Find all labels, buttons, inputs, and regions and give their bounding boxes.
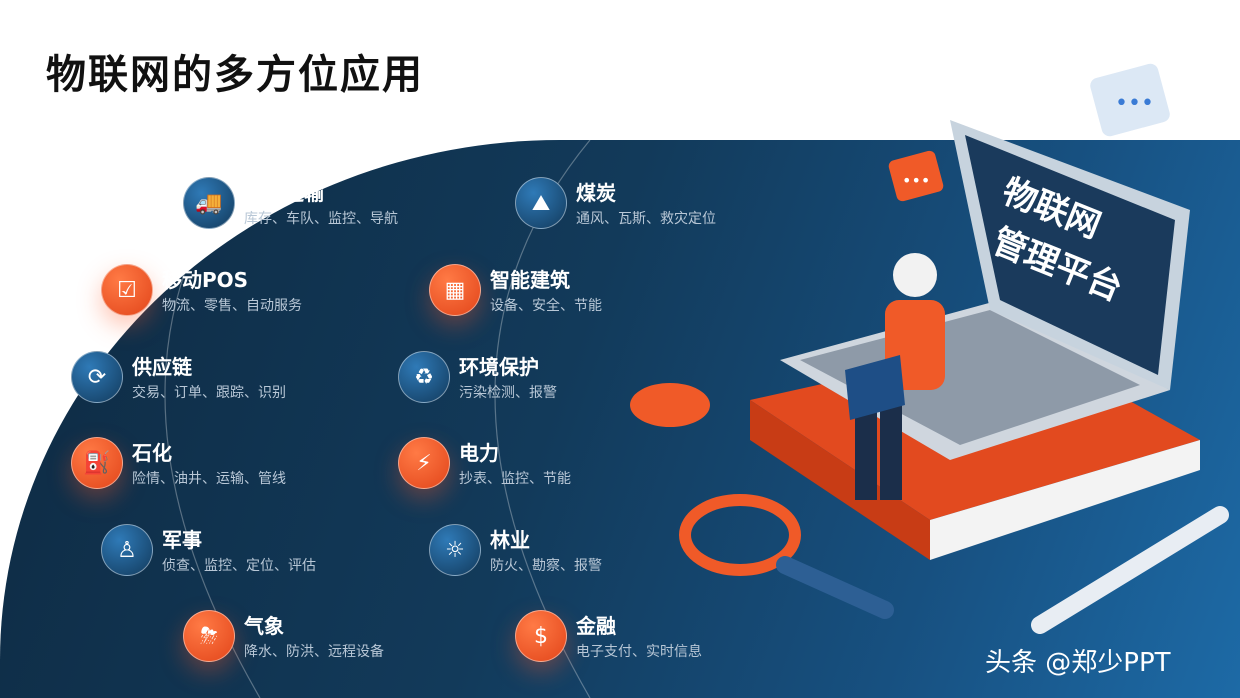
application-item: ▦ 智能建筑 设备、安全、节能 [429, 264, 789, 324]
watermark: 头条 @郑少PPT [985, 648, 1171, 678]
item-title: 环境保护 [459, 355, 539, 379]
mountain-mine-icon: ⛰ [515, 177, 567, 229]
item-desc: 防火、勘察、报警 [490, 558, 602, 574]
item-desc: 通风、瓦斯、救灾定位 [576, 211, 716, 227]
application-item: ☼ 林业 防火、勘察、报警 [429, 524, 789, 584]
forest-sun-icon: ☼ [429, 524, 481, 576]
item-desc: 抄表、监控、节能 [459, 471, 571, 487]
recycle-icon: ♻ [398, 351, 450, 403]
chat-bubble-icon [1090, 63, 1170, 137]
storm-cloud-icon: ⛈ [183, 610, 235, 662]
application-item: ⛽ 石化 险情、油井、运输、管线 [71, 437, 431, 497]
item-desc: 设备、安全、节能 [490, 298, 602, 314]
chat-bubble-icon [888, 150, 944, 202]
soldier-icon: ♙ [101, 524, 153, 576]
pen-icon [1031, 506, 1229, 634]
item-title: 林业 [490, 528, 530, 552]
item-title: 煤炭 [576, 181, 616, 205]
item-desc: 险情、油井、运输、管线 [132, 471, 286, 487]
truck-clock-icon: 🚚 [183, 177, 235, 229]
application-item: ⟳ 供应链 交易、订单、跟踪、识别 [71, 351, 431, 411]
iot-laptop-illustration: 物联网 管理平台 ••• ••• [630, 63, 1229, 634]
item-title: 移动POS [162, 268, 249, 292]
page-title: 物联网的多方位应用 [46, 52, 424, 98]
svg-text:•••: ••• [1115, 91, 1154, 116]
item-title: 智能运输 [244, 181, 324, 205]
clock-disc [630, 383, 710, 427]
item-desc: 交易、订单、跟踪、识别 [132, 385, 286, 401]
item-desc: 侦查、监控、定位、评估 [162, 558, 316, 574]
currency-exchange-icon: $ [515, 610, 567, 662]
item-title: 气象 [244, 614, 284, 638]
magnifier-icon [679, 494, 801, 576]
application-item: ☑ 移动POS 物流、零售、自动服务 [101, 264, 461, 324]
item-desc: 降水、防洪、远程设备 [244, 644, 384, 660]
item-desc: 物流、零售、自动服务 [162, 298, 302, 314]
item-title: 军事 [162, 528, 202, 552]
application-item: ♻ 环境保护 污染检测、报警 [398, 351, 758, 411]
fuel-pump-icon: ⛽ [71, 437, 123, 489]
application-item: ⚡ 电力 抄表、监控、节能 [398, 437, 758, 497]
svg-text:•••: ••• [902, 171, 930, 190]
item-title: 供应链 [132, 355, 192, 379]
pos-terminal-icon: ☑ [101, 264, 153, 316]
item-title: 金融 [576, 614, 616, 638]
item-title: 电力 [459, 441, 499, 465]
item-title: 智能建筑 [490, 268, 570, 292]
item-desc: 电子支付、实时信息 [576, 644, 702, 660]
application-item: $ 金融 电子支付、实时信息 [515, 610, 875, 670]
item-title: 石化 [132, 441, 172, 465]
application-item: ⛰ 煤炭 通风、瓦斯、救灾定位 [515, 177, 875, 237]
supply-cycle-24-icon: ⟳ [71, 351, 123, 403]
application-item: ♙ 军事 侦查、监控、定位、评估 [101, 524, 461, 584]
application-item: ⛈ 气象 降水、防洪、远程设备 [183, 610, 543, 670]
building-icon: ▦ [429, 264, 481, 316]
application-item: 🚚 智能运输 库存、车队、监控、导航 [183, 177, 543, 237]
item-desc: 库存、车队、监控、导航 [244, 211, 398, 227]
item-desc: 污染检测、报警 [459, 385, 557, 401]
power-connector-icon: ⚡ [398, 437, 450, 489]
